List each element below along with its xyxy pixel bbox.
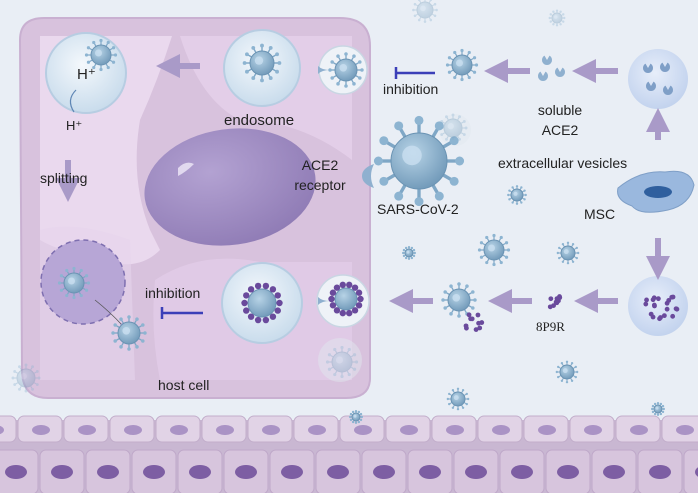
h-plus-inside-label: H⁺ (77, 66, 96, 83)
faint-virus-5 (548, 9, 566, 27)
virus-in-endosome (84, 38, 118, 72)
splitting-label: splitting (40, 170, 88, 186)
inhibition-bottom-label: inhibition (145, 285, 201, 301)
virus-released (57, 266, 91, 300)
soluble-ace2-piece-3 (538, 71, 548, 82)
virus-entering (328, 52, 364, 88)
soluble-ace2-particles (538, 55, 673, 96)
soluble-ace2-label-line2: ACE2 (541, 122, 579, 138)
faint-virus-4 (325, 345, 359, 379)
soluble-ace2-piece-2 (555, 67, 565, 77)
epithelial-cell (683, 449, 698, 493)
faint-virus-3 (438, 113, 468, 143)
ace2-receptor (362, 164, 374, 188)
peptide-8p9r-cluster (547, 294, 563, 310)
faint-virus-1 (11, 363, 41, 393)
inhibition-top-label: inhibition (383, 81, 439, 97)
free-virus-tiny-2 (651, 402, 665, 416)
ev-ace2-piece-4 (663, 85, 673, 96)
soluble-ace2-label-line1: soluble (537, 102, 583, 118)
free-virus-4 (555, 360, 579, 384)
free-virus-tiny-3 (349, 410, 363, 424)
extracellular-vesicle-top (628, 49, 688, 109)
ev-ace2-piece-1 (643, 63, 653, 73)
virus-in-endosome-2 (242, 43, 282, 83)
endosome-label: endosome (224, 112, 295, 129)
ace2-receptor-label-line2: receptor (294, 177, 346, 193)
ev-ace2-piece-3 (646, 81, 656, 92)
epithelial-cell-layer (0, 415, 698, 493)
free-virus-small (507, 185, 527, 205)
free-virus-3 (446, 387, 470, 411)
sars-cov-2-label: SARS-CoV-2 (377, 201, 459, 217)
host-cell-label: host cell (158, 377, 210, 393)
virus-neutralized-top (445, 48, 479, 82)
virus-bound-8p9r-entry (328, 281, 364, 317)
free-virus (477, 233, 511, 267)
ace2-receptor-label-line1: ACE2 (301, 157, 339, 173)
peptide-near-virus (463, 312, 485, 332)
sars-cov-2-virion (373, 115, 465, 207)
peptide-dots (463, 294, 680, 332)
peptide-8p9r-label: 8P9R (536, 319, 565, 334)
free-virus-small-2 (556, 241, 580, 265)
extracellular-vesicle-bottom (628, 276, 688, 336)
faint-virus-2 (412, 0, 438, 23)
virus-escaped (111, 315, 147, 351)
virus-particles (11, 0, 665, 424)
free-virus-tiny (402, 246, 416, 260)
extracellular-vesicles-label: extracellular vesicles (498, 155, 628, 171)
msc-nucleus (644, 186, 672, 198)
msc-label: MSC (584, 206, 616, 222)
h-plus-outside-label: H⁺ (66, 118, 83, 133)
ev-ace2-piece-2 (659, 62, 670, 72)
process-arrows (56, 54, 670, 313)
virus-with-8p9r (441, 282, 477, 318)
peptide-in-vesicle (643, 294, 680, 322)
soluble-ace2-piece-1 (542, 55, 552, 65)
virus-bound-8p9r-endosome (241, 282, 283, 324)
nucleus (144, 128, 316, 246)
